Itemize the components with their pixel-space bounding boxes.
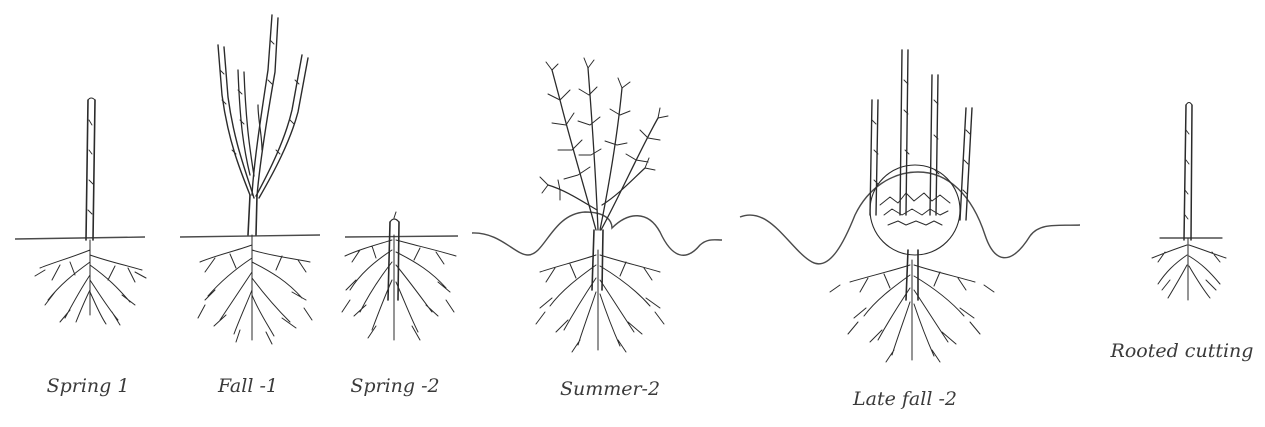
plant-summer-2 xyxy=(536,58,668,352)
caption-fall-1: Fall -1 xyxy=(217,375,278,397)
caption-summer-2: Summer-2 xyxy=(560,378,660,400)
plant-spring-1 xyxy=(35,98,146,325)
plant-rooted-cutting xyxy=(1152,103,1226,301)
late-fall-mound-ground xyxy=(740,172,1080,264)
plant-spring-2 xyxy=(342,212,456,340)
caption-spring-1: Spring 1 xyxy=(47,375,130,397)
caption-spring-2: Spring -2 xyxy=(350,375,439,397)
caption-rooted-cutting: Rooted cutting xyxy=(1110,340,1254,362)
caption-late-fall-2: Late fall -2 xyxy=(852,388,957,410)
ground-line-left xyxy=(15,235,458,239)
plant-late-fall-2 xyxy=(830,50,994,362)
plant-fall-1 xyxy=(198,15,312,344)
